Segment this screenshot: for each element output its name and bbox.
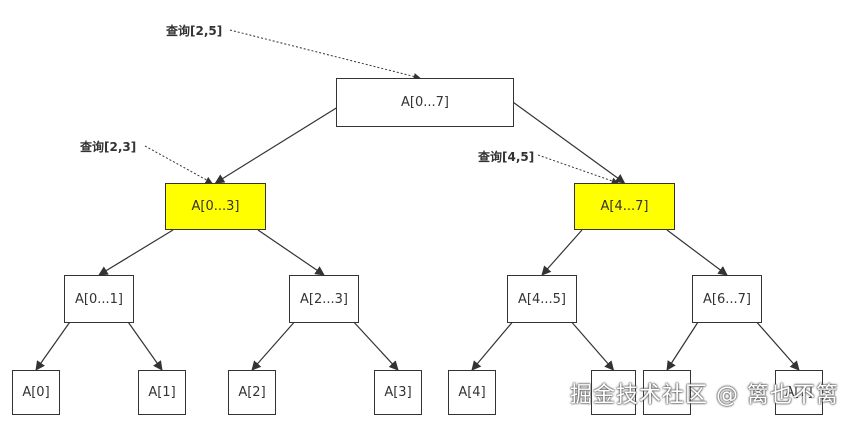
tree-edge (125, 318, 163, 371)
tree-edge (541, 229, 583, 276)
tree-edge (98, 229, 174, 276)
query-label-q25: 查询[2,5] (166, 24, 223, 38)
tree-node-l7: A[7] (775, 370, 823, 415)
tree-node-l0: A[0] (12, 370, 60, 415)
tree-node-l6 (643, 370, 691, 415)
tree-edge (251, 318, 298, 371)
tree-edge (666, 318, 701, 371)
tree-edge (505, 96, 626, 184)
tree-edge (214, 96, 355, 184)
tree-edge (666, 229, 728, 276)
tree-node-n67: A[6...7] (692, 275, 762, 323)
tree-edge (35, 318, 73, 371)
tree-node-n47: A[4...7] (574, 183, 675, 230)
tree-node-n23: A[2...3] (289, 275, 359, 323)
tree-node-l1: A[1] (138, 370, 186, 415)
tree-node-l4: A[4] (448, 370, 496, 415)
tree-node-n03: A[0...3] (165, 183, 266, 230)
tree-edge (568, 318, 615, 371)
tree-edge (753, 318, 800, 371)
tree-edge (471, 318, 516, 371)
tree-node-n01: A[0...1] (64, 275, 134, 323)
tree-node-l5 (591, 370, 636, 415)
tree-node-l3: A[3] (374, 370, 422, 415)
query-label-q45: 查询[4,5] (478, 150, 535, 164)
tree-node-n07: A[0...7] (336, 78, 514, 127)
tree-node-n45: A[4...5] (507, 275, 577, 323)
tree-edge (350, 318, 399, 371)
watermark: 掘金技术社区 @ 篱也不篱 (570, 383, 839, 408)
tree-edge (257, 229, 325, 276)
query-pointer-q23 (144, 145, 213, 184)
query-label-q23: 查询[2,3] (80, 140, 137, 154)
tree-node-l2: A[2] (228, 370, 276, 415)
query-pointer-q25 (229, 29, 421, 80)
